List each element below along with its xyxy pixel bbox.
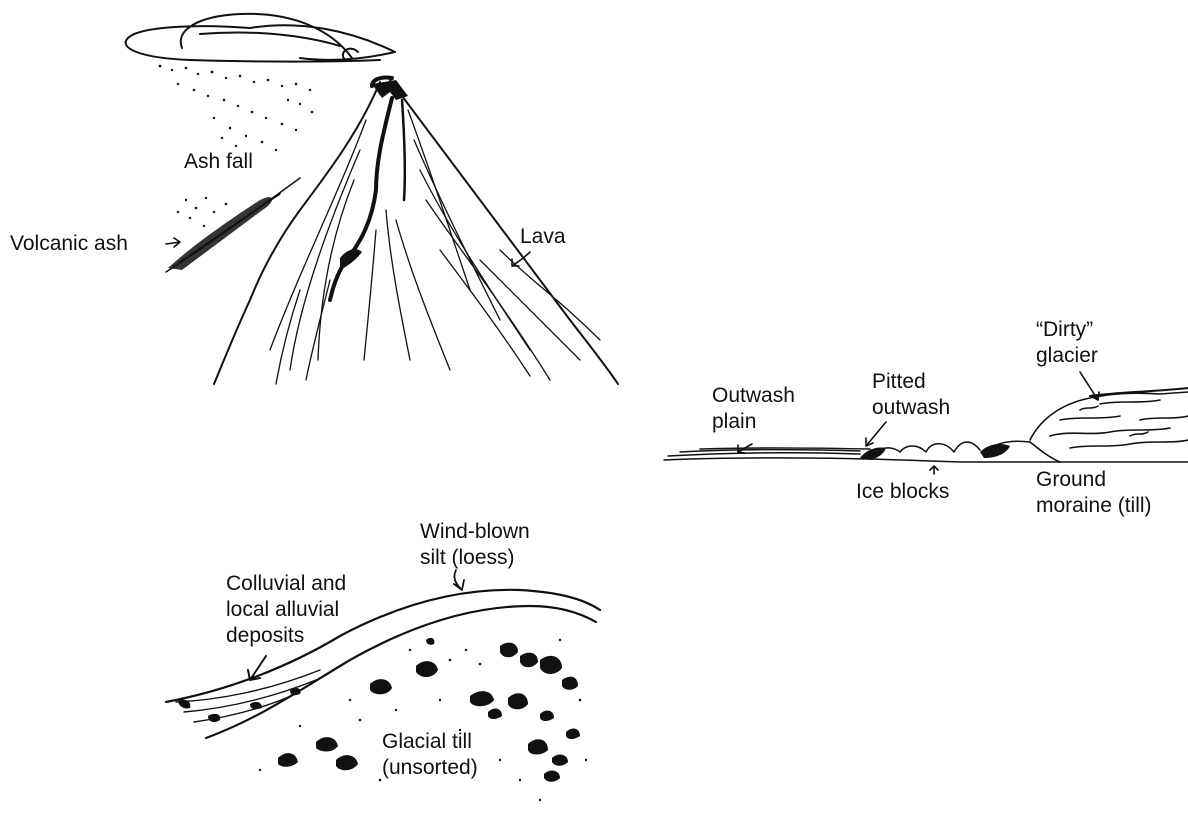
hillslope-panel: Wind-blown silt (loess) Colluvial and lo… [166, 520, 600, 801]
glacier-top-line [1090, 388, 1188, 396]
pitted-outwash-arrow [866, 422, 886, 446]
volcanic-ash-arrow [166, 238, 180, 247]
eruption-cloud [126, 14, 395, 62]
pitted-outwash-label-line2: outwash [872, 396, 950, 419]
ground-moraine-label-line1: Ground [1036, 468, 1106, 491]
outwash-plain-label-line2: plain [712, 410, 756, 433]
volcanic-ash-deposit [166, 178, 300, 272]
dirty-glacier-label-line1: “Dirty” [1036, 318, 1093, 341]
pitted-outwash-mounds [860, 441, 1030, 460]
lava-label: Lava [520, 225, 566, 248]
colluvial-label-line2: local alluvial [226, 598, 339, 621]
glacier-panel: Outwash plain Pitted outwash “Dirty” gla… [664, 318, 1188, 517]
volcano-panel: Ash fall Volcanic ash Lava [10, 14, 618, 384]
glacial-till-label-line1: Glacial till [382, 730, 472, 753]
ash-fall-label: Ash fall [184, 150, 253, 173]
wind-blown-label-line2: silt (loess) [420, 546, 515, 569]
wind-blown-label-line1: Wind-blown [420, 520, 530, 543]
dirty-glacier-body [1030, 392, 1188, 462]
wind-blown-arrow [454, 570, 464, 590]
volcanic-ash-label: Volcanic ash [10, 232, 128, 255]
glacial-till-label-line2: (unsorted) [382, 756, 478, 779]
ice-blocks-label: Ice blocks [856, 480, 949, 503]
outwash-plain-label-line1: Outwash [712, 384, 795, 407]
pitted-outwash-label-line1: Pitted [872, 370, 926, 393]
ground-moraine-label-line2: moraine (till) [1036, 494, 1152, 517]
colluvial-label-line3: deposits [226, 624, 304, 647]
dirty-glacier-label-line2: glacier [1036, 344, 1098, 367]
ice-blocks-arrow [930, 466, 938, 474]
ash-fall-stipple [159, 65, 314, 228]
colluvial-label-line1: Colluvial and [226, 572, 346, 595]
